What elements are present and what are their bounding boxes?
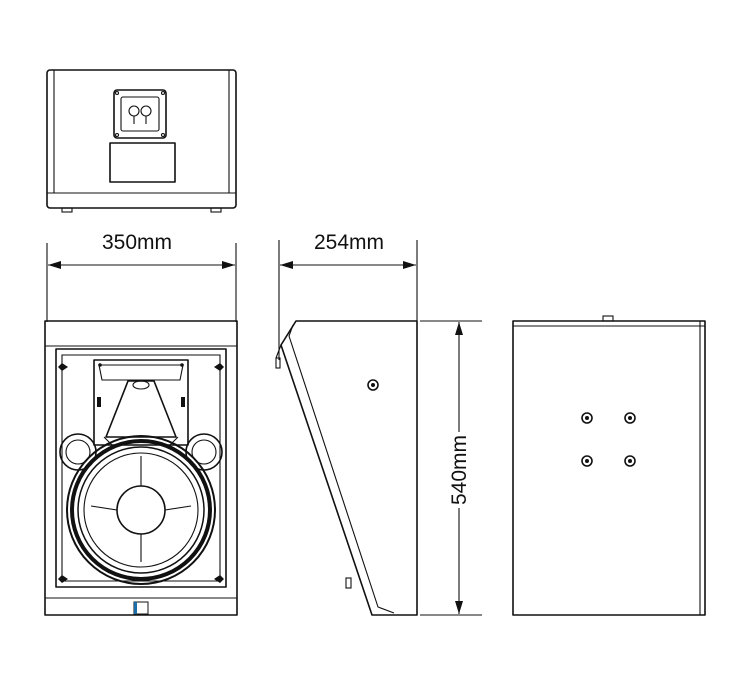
front-view bbox=[44, 320, 238, 616]
horn-tweeter bbox=[93, 359, 189, 446]
connector-plate bbox=[113, 89, 167, 139]
height-dimension: 540mm bbox=[420, 320, 482, 616]
depth-dimension: 254mm bbox=[278, 231, 418, 360]
rear-mounting-points bbox=[581, 412, 636, 467]
side-view bbox=[275, 320, 418, 616]
width-label: 350mm bbox=[102, 231, 172, 254]
height-label: 540mm bbox=[448, 435, 471, 505]
width-dimension: 350mm bbox=[46, 231, 237, 322]
woofer bbox=[66, 435, 216, 585]
top-view bbox=[46, 69, 237, 213]
depth-label: 254mm bbox=[314, 231, 384, 254]
rear-view bbox=[512, 315, 706, 616]
rear-label-area bbox=[109, 142, 176, 183]
brand-badge-accent bbox=[134, 602, 137, 614]
